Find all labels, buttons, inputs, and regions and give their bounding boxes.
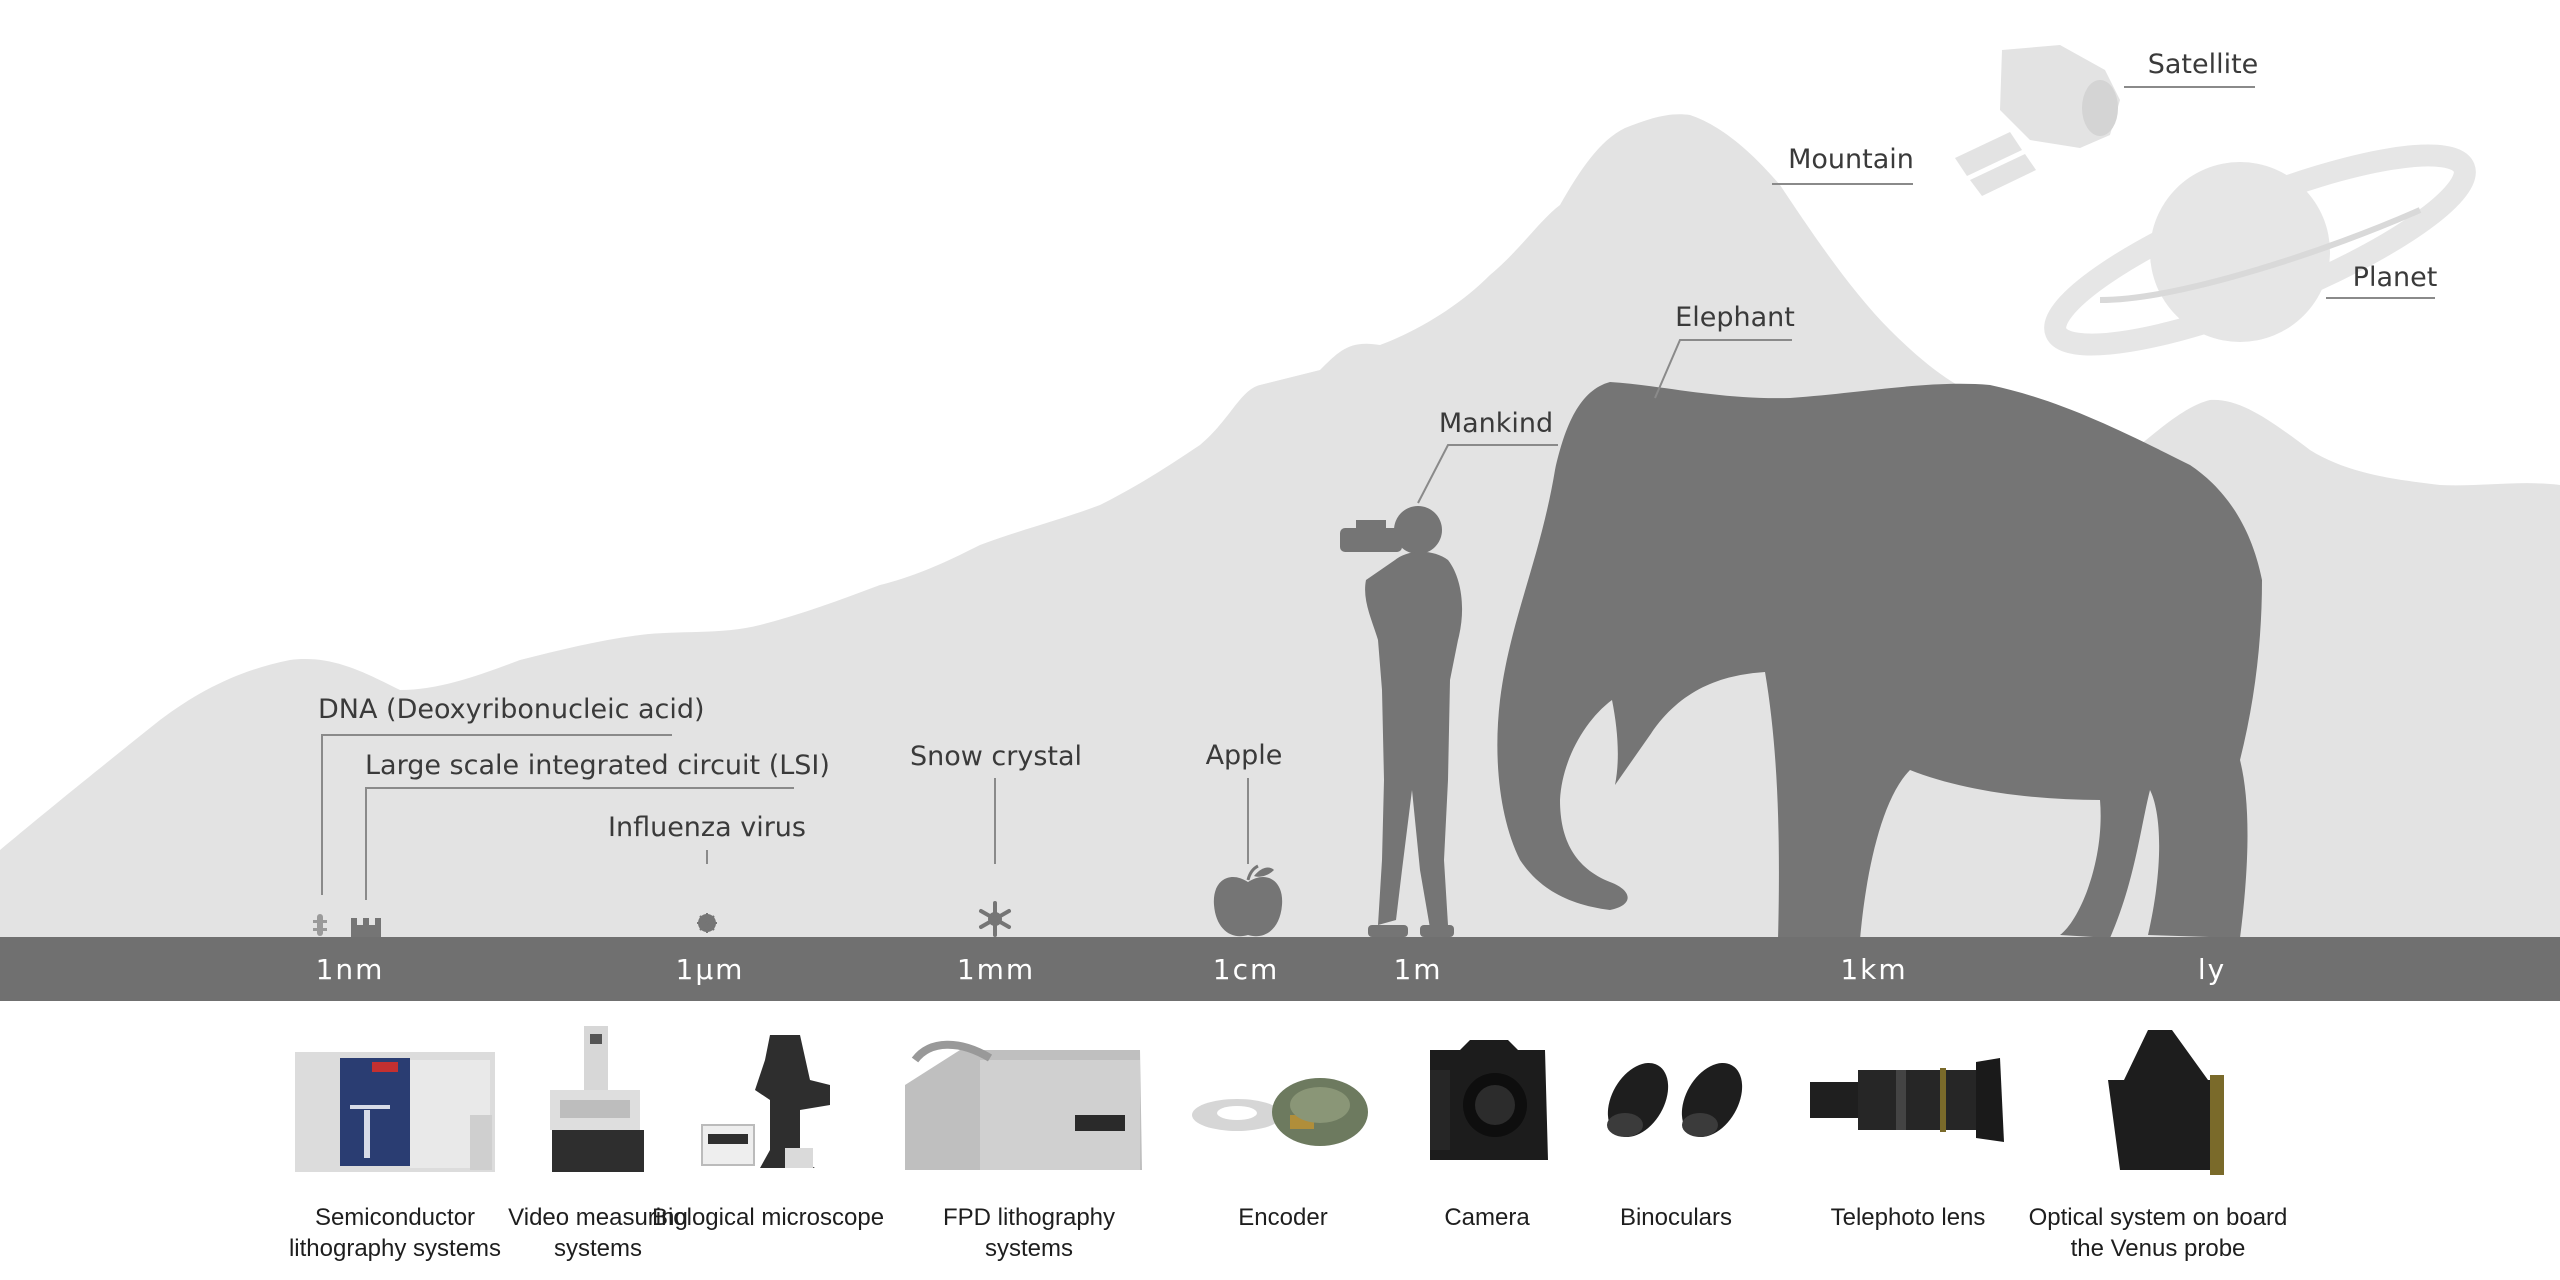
label-lsi: Large scale integrated circuit (LSI)	[365, 750, 830, 781]
label-elephant: Elephant	[1675, 302, 1795, 333]
product-name-video-measuring: Video measuring systems	[508, 1204, 688, 1262]
label-mankind: Mankind	[1439, 408, 1553, 439]
scale-tick-1m: 1m	[1393, 953, 1442, 986]
semiconductor-lithography-system-image	[295, 1052, 495, 1172]
product-name-venus-probe-optics: Optical system on board the Venus probe	[2028, 1204, 2288, 1262]
label-influenza-virus: Influenza virus	[608, 812, 806, 843]
product-name-telephoto-lens: Telephoto lens	[1830, 1204, 1986, 1231]
product-name-encoder: Encoder	[1238, 1204, 1328, 1231]
mankind-silhouette	[1340, 506, 1463, 937]
product-name-semiconductor-lithography: Semiconductor lithography systems	[288, 1204, 502, 1262]
venus-probe-optical-system-image	[2108, 1030, 2224, 1175]
product-name-biological-microscope: Biological microscope	[651, 1204, 885, 1231]
lsi-chip-icon	[351, 918, 381, 938]
influenza-virus-icon	[697, 913, 717, 933]
telephoto-lens-image	[1810, 1058, 2004, 1142]
camera-image	[1430, 1040, 1548, 1160]
scale-tick-1cm: 1cm	[1213, 953, 1279, 986]
scale-tick-1mm: 1mm	[957, 953, 1035, 986]
label-mountain: Mountain	[1788, 144, 1914, 175]
label-planet: Planet	[2353, 262, 2438, 293]
label-apple: Apple	[1206, 740, 1283, 771]
snow-crystal-icon	[979, 901, 1011, 937]
planet-icon	[2044, 144, 2476, 356]
apple-icon	[1213, 864, 1283, 937]
product-name-fpd-lithography: FPD lithography systems	[942, 1204, 1116, 1262]
scale-tick-1um: 1µm	[676, 953, 745, 986]
scale-tick-ly: ly	[2198, 953, 2226, 986]
label-snow-crystal: Snow crystal	[910, 741, 1082, 772]
fpd-lithography-system-image	[905, 1040, 1142, 1170]
scale-bar	[0, 937, 2560, 1001]
label-satellite: Satellite	[2148, 49, 2259, 80]
scale-tick-1nm: 1nm	[316, 953, 385, 986]
dna-icon	[313, 914, 327, 936]
satellite-icon	[1955, 45, 2120, 196]
elephant-silhouette	[1497, 382, 2262, 940]
product-name-binoculars: Binoculars	[1619, 1204, 1733, 1231]
label-leader-lines	[321, 86, 2435, 900]
label-dna: DNA (Deoxyribonucleic acid)	[318, 694, 705, 725]
biological-microscope-image	[701, 1035, 830, 1168]
product-name-camera: Camera	[1444, 1204, 1530, 1231]
binoculars-image	[1607, 1063, 1743, 1137]
encoder-image	[1192, 1078, 1368, 1146]
video-measuring-system-image	[550, 1026, 644, 1172]
scale-tick-1km: 1km	[1840, 953, 1907, 986]
